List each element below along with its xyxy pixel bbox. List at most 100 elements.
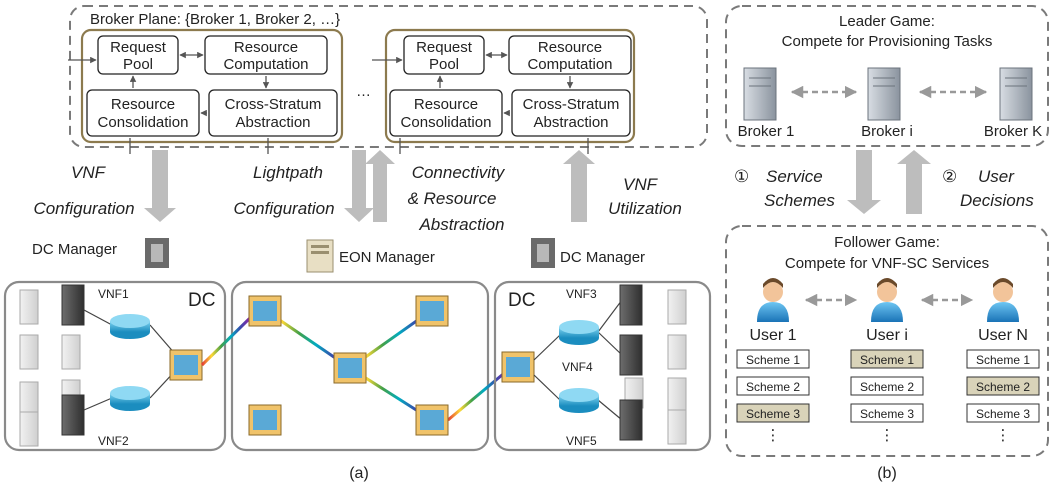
connectivity-label-1: Connectivity [412, 163, 506, 182]
user-decisions-arrow [897, 150, 931, 214]
optical-switch-icon [415, 295, 449, 327]
vnf-utilization-label-1: VNF [623, 175, 659, 194]
scheme-box [850, 403, 924, 423]
resource-computation-box [508, 35, 632, 75]
broker-group-1: Request Pool Resource Computation Resour… [68, 28, 344, 154]
scheme-label: Scheme 1 [860, 353, 914, 367]
router-icon [110, 314, 150, 339]
resource-computation-label-2: Computation [223, 56, 308, 73]
follower-title-1: Follower Game: [834, 234, 940, 251]
dc-manager-right-icon [531, 238, 555, 268]
dc-manager-left-label: DC Manager [32, 241, 117, 258]
vnf-utilization-label-2: Utilization [608, 199, 682, 218]
lightpath-configuration-arrow [344, 150, 374, 222]
resource-consolidation-label-2: Consolidation [401, 114, 492, 131]
scheme-label: Scheme 3 [976, 407, 1030, 421]
router-icon [110, 386, 150, 411]
vnf4-label: VNF4 [562, 360, 593, 374]
dc-right-links [533, 299, 623, 421]
dc-left-servers [19, 284, 85, 447]
broker-plane-title: Broker Plane: {Broker 1, Broker 2, …} [90, 11, 340, 28]
dc-manager-left-icon [145, 238, 169, 268]
optical-switch-icon [415, 404, 449, 436]
broker-plane [69, 5, 708, 148]
follower-title-2: Compete for VNF-SC Services [785, 255, 989, 272]
user-avatar-icon [871, 278, 903, 322]
request-pool-box [403, 35, 485, 75]
resource-consolidation-label-1: Resource [111, 96, 175, 113]
optical-switch-icon [169, 349, 203, 381]
optical-switch-icon [248, 404, 282, 436]
cross-stratum-label-2: Abstraction [533, 114, 608, 131]
dc-right-servers [619, 284, 687, 445]
cross-stratum-label-1: Cross-Stratum [523, 96, 620, 113]
resource-computation-label-1: Resource [234, 39, 298, 56]
scheme-label: Scheme 3 [746, 407, 800, 421]
eon-manager-label: EON Manager [339, 249, 435, 266]
cross-stratum-box [511, 89, 631, 137]
dc-left-frame [3, 280, 227, 452]
resource-consolidation-box [86, 89, 200, 137]
user-n-label: User N [978, 327, 1028, 344]
caption-b: (b) [877, 465, 897, 482]
broker-ellipsis: … [356, 83, 371, 100]
dc-right-frame [493, 280, 712, 452]
leader-game-frame [725, 5, 1049, 147]
scheme-box-selected [736, 403, 810, 423]
scheme-dots: ⋮ [996, 427, 1011, 444]
user-avatar-icon [757, 278, 789, 322]
scheme-box [736, 349, 810, 369]
request-pool-label-1: Request [110, 39, 167, 56]
vnf3-label: VNF3 [566, 287, 597, 301]
request-pool-box [97, 35, 179, 75]
scheme-label: Scheme 2 [746, 380, 800, 394]
service-schemes-num: ① [734, 167, 749, 186]
scheme-box [850, 376, 924, 396]
connectivity-abstraction-arrow [365, 150, 395, 222]
eon-frame [230, 280, 490, 452]
cross-stratum-label-1: Cross-Stratum [225, 96, 322, 113]
scheme-label: Scheme 1 [976, 353, 1030, 367]
service-schemes-label-2: Schemes [764, 191, 835, 210]
user-1-label: User 1 [749, 327, 796, 344]
request-pool-label-1: Request [416, 39, 473, 56]
caption-a: (a) [349, 465, 369, 482]
eon-manager-icon [306, 239, 334, 273]
scheme-dots: ⋮ [880, 427, 895, 444]
dc-right-label: DC [508, 290, 535, 311]
service-schemes-arrow [847, 150, 881, 214]
request-pool-label-2: Pool [123, 56, 153, 73]
vnf2-label: VNF2 [98, 434, 129, 448]
scheme-dots: ⋮ [766, 427, 781, 444]
follower-game-frame [725, 225, 1049, 457]
panel-a: Broker Plane: {Broker 1, Broker 2, …} Re… [3, 5, 712, 482]
vnf-configuration-arrow [144, 150, 176, 222]
router-icon [559, 320, 599, 345]
broker-server-icon [867, 67, 901, 121]
scheme-label: Scheme 1 [746, 353, 800, 367]
leader-title-1: Leader Game: [839, 13, 935, 30]
broker-server-icon [999, 67, 1033, 121]
broker-i-label: Broker i [861, 123, 913, 140]
user-decisions-num: ② [942, 167, 957, 186]
scheme-label: Scheme 2 [976, 380, 1030, 394]
scheme-box [966, 403, 1040, 423]
dc-left-label: DC [188, 290, 215, 311]
scheme-box [736, 376, 810, 396]
panel-b: Leader Game: Compete for Provisioning Ta… [725, 5, 1049, 482]
connectivity-label-2: & Resource [408, 189, 497, 208]
user-avatar-icon [987, 278, 1019, 322]
resource-consolidation-box [389, 89, 503, 137]
resource-consolidation-label-1: Resource [414, 96, 478, 113]
resource-computation-label-2: Computation [527, 56, 612, 73]
user-i-label: User i [866, 327, 908, 344]
resource-computation-label-1: Resource [538, 39, 602, 56]
broker-server-icon [743, 67, 777, 121]
user-decisions-label-1: User [978, 167, 1015, 186]
vnf-utilization-arrow [563, 150, 595, 222]
broker-k-label: Broker K [984, 123, 1042, 140]
scheme-label: Scheme 2 [860, 380, 914, 394]
scheme-label: Scheme 3 [860, 407, 914, 421]
resource-computation-box [204, 35, 328, 75]
